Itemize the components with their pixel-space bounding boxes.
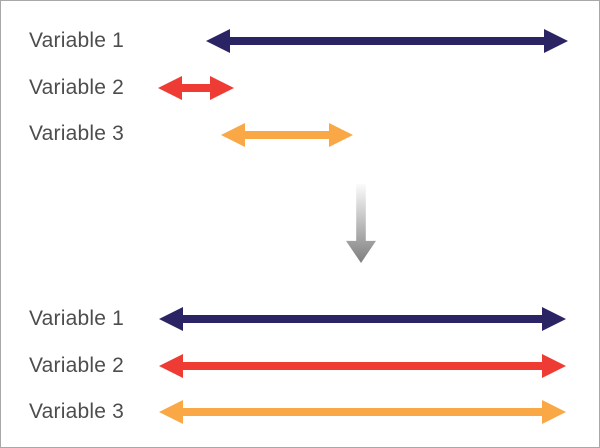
transform-down-arrow-icon	[346, 184, 376, 263]
arrowhead-left-icon	[221, 123, 245, 147]
variable-2-label-top: Variable 2	[29, 76, 125, 99]
arrow-shaft	[183, 362, 542, 370]
variable-3-label-bottom: Variable 3	[29, 400, 125, 423]
range-arrow-variable-1-top	[206, 29, 568, 53]
range-arrow-variable-3-bottom	[159, 400, 566, 424]
arrowhead-left-icon	[206, 29, 230, 53]
variable-3-label-top: Variable 3	[29, 122, 125, 145]
range-arrow-variable-1-bottom	[159, 307, 566, 331]
arrowhead-right-icon	[542, 307, 566, 331]
arrow-shaft	[245, 131, 329, 139]
range-arrow-variable-2-top	[158, 76, 234, 100]
arrowhead-right-icon	[210, 76, 234, 100]
range-arrow-variable-2-bottom	[159, 354, 566, 378]
arrow-shaft	[182, 84, 210, 92]
variable-2-label-bottom: Variable 2	[29, 354, 125, 377]
variable-1-label-bottom: Variable 1	[29, 307, 125, 330]
arrowhead-left-icon	[159, 307, 183, 331]
range-arrow-variable-3-top	[221, 123, 353, 147]
arrowhead-left-icon	[159, 354, 183, 378]
arrowhead-right-icon	[329, 123, 353, 147]
arrow-shaft	[230, 37, 544, 45]
arrowhead-left-icon	[159, 400, 183, 424]
arrowhead-right-icon	[542, 354, 566, 378]
variable-1-label-top: Variable 1	[29, 29, 125, 52]
arrowhead-right-icon	[544, 29, 568, 53]
arrow-shaft	[183, 315, 542, 323]
arrow-shaft	[183, 408, 542, 416]
arrowhead-left-icon	[158, 76, 182, 100]
arrowhead-right-icon	[542, 400, 566, 424]
